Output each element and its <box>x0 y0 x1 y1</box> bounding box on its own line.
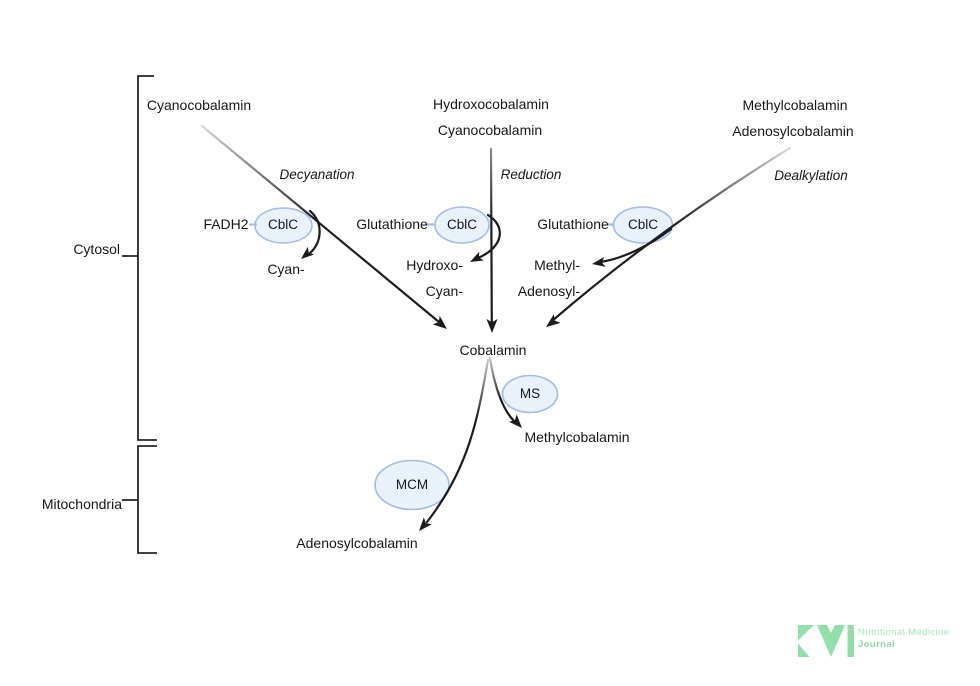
arrowhead-reduction <box>486 319 498 333</box>
journal-logo-name-line2: Journal <box>858 639 896 650</box>
arrowhead-dealkylation <box>546 314 561 327</box>
arrowhead-mcm <box>419 517 432 531</box>
arrowhead-ms <box>508 414 522 428</box>
product-adenosylcobalamin: Adenosylcobalamin <box>296 535 418 551</box>
arrowhead-alkyl <box>592 257 606 267</box>
leaving-group-cyan: Cyan- <box>267 261 305 277</box>
input-cyanocobalamin-left: Cyanocobalamin <box>146 97 252 113</box>
enzyme-mcm-oval <box>374 459 450 511</box>
process-reduction: Reduction <box>500 167 562 182</box>
leaving-group-hydroxo-cyan: Hydroxo- Cyan- <box>406 252 463 304</box>
arrowhead-hydroxo <box>470 251 484 262</box>
compartment-label-cytosol: Cytosol <box>73 241 120 257</box>
journal-logo-name: Nutritional Medicine <box>858 627 949 638</box>
logo-triangle-top-left <box>798 625 814 641</box>
process-decyanation: Decyanation <box>279 167 355 182</box>
leaving-group-hydroxo-line1: Hydroxo- <box>406 257 463 273</box>
central-node-cobalamin: Cobalamin <box>459 342 527 358</box>
mitochondria-bracket <box>137 445 157 554</box>
cofactor-fadh2: FADH2 <box>203 216 249 232</box>
cytosol-bracket <box>137 75 157 441</box>
enzyme-ms-label: MS <box>519 386 541 401</box>
arrow-hydroxo-hook <box>476 213 501 260</box>
journal-logo-journal: Journal <box>858 639 895 650</box>
leaving-group-alkyl-line2: Adenosyl- <box>517 283 580 299</box>
arrow-cyan-hook <box>307 209 321 256</box>
arrow-mcm-curve <box>425 358 490 524</box>
compartment-label-mitochondria: Mitochondria <box>41 496 122 512</box>
leaving-group-hydroxo-line2: Cyan- <box>425 283 463 299</box>
process-dealkylation: Dealkylation <box>774 168 848 183</box>
journal-logo-mark <box>798 625 854 657</box>
cofactor-glutathione-center: Glutathione <box>356 216 428 232</box>
arrowhead-decyanation <box>432 315 447 329</box>
enzyme-cblc-right-label: CblC <box>627 217 659 232</box>
enzyme-mcm-label: MCM <box>395 477 429 492</box>
logo-m-vee <box>817 625 845 657</box>
logo-vee-notch <box>827 625 835 633</box>
leaving-group-alkyl-line1: Methyl- <box>534 257 580 273</box>
product-methylcobalamin: Methylcobalamin <box>524 429 630 445</box>
input-hydroxocobalamin: Hydroxocobalamin <box>433 96 549 112</box>
arrow-ms-curve <box>488 356 516 423</box>
input-cyanocobalamin-center: Cyanocobalamin <box>437 122 543 138</box>
cofactor-glutathione-right: Glutathione <box>537 216 609 232</box>
enzyme-cblc-center-oval <box>434 206 490 244</box>
enzyme-ms-oval <box>501 374 559 414</box>
arrow-dealkylation-line <box>550 146 792 323</box>
input-methylcobalamin: Methylcobalamin <box>742 97 848 113</box>
journal-logo-name-line1: Nutritional Medicine <box>858 627 950 638</box>
arrow-decyanation-line <box>200 124 441 324</box>
enzyme-cblc-left-label: CblC <box>267 217 299 232</box>
input-adenosylcobalamin: Adenosylcobalamin <box>732 123 854 139</box>
logo-triangle-bottom-left <box>798 643 810 657</box>
leaving-group-methyl-adenosyl: Methyl- Adenosyl- <box>518 252 580 304</box>
enzyme-cblc-center-label: CblC <box>446 217 478 232</box>
logo-bar <box>847 625 854 657</box>
arrow-reduction-line <box>489 147 493 325</box>
arrow-alkyl-branch <box>598 227 673 264</box>
arrowhead-cyan <box>301 246 315 259</box>
